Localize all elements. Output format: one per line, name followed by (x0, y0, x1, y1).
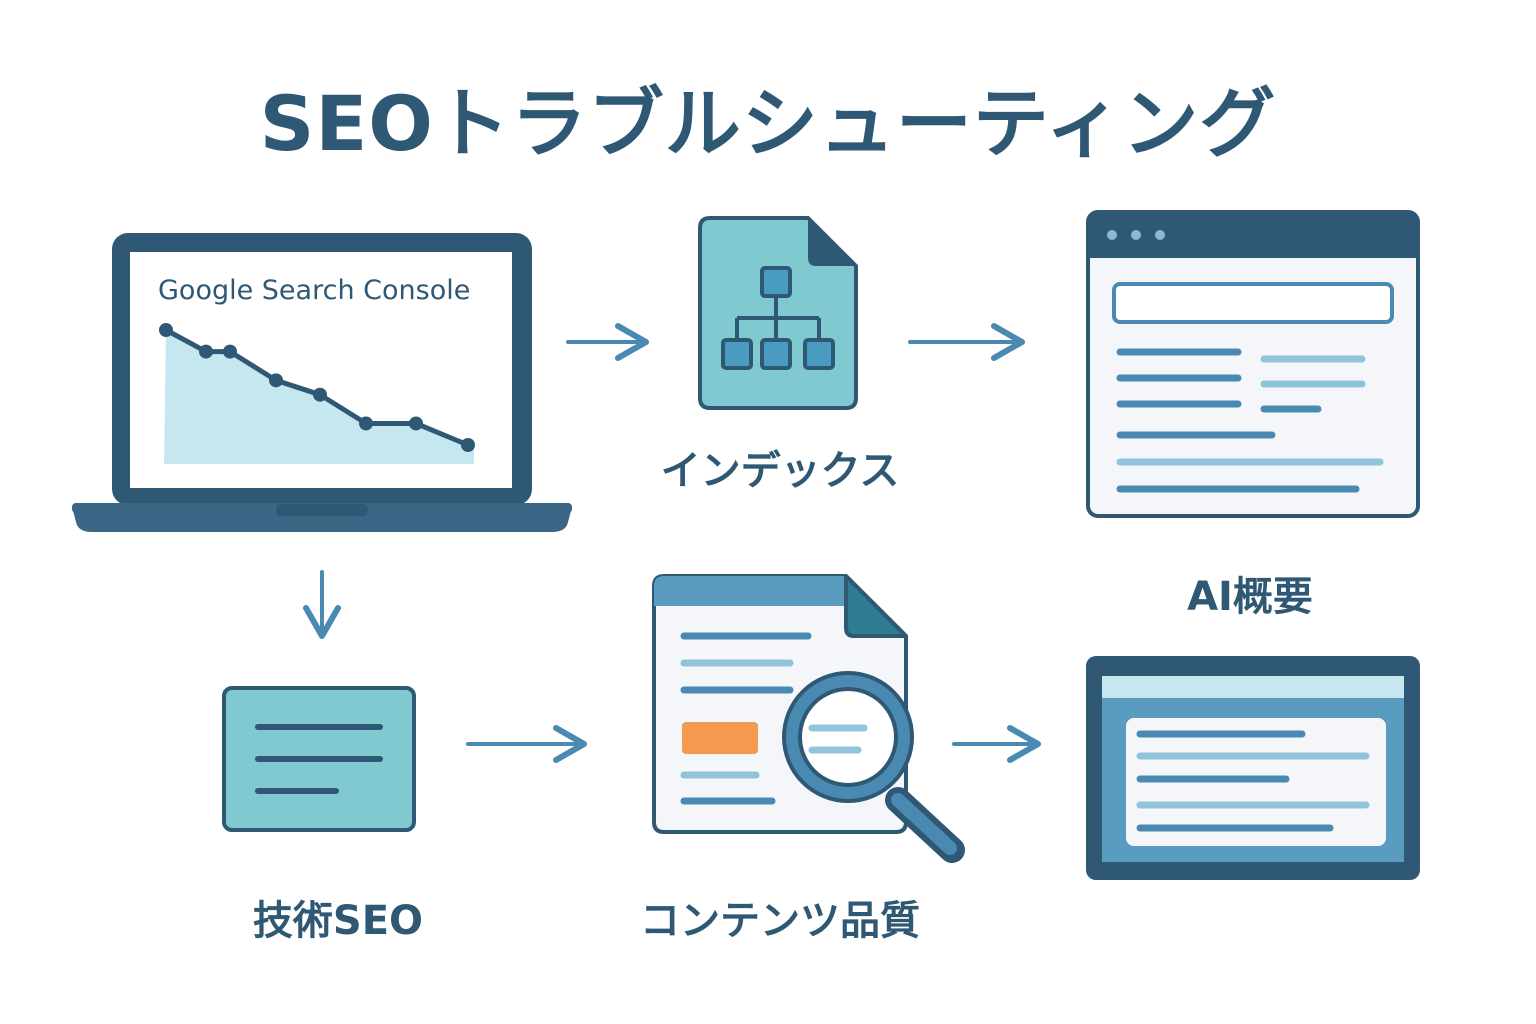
window-dot-icon (1155, 230, 1165, 240)
trend-data-point (359, 416, 373, 431)
window-dot-icon (1107, 230, 1117, 240)
page-title: SEOトラブルシューティング (259, 79, 1277, 168)
trend-data-point (269, 373, 283, 388)
browser-window-icon (1086, 210, 1420, 518)
highlight-block (682, 722, 758, 754)
trend-data-point (199, 344, 213, 359)
trend-data-point (159, 323, 173, 337)
window-dot-icon (1131, 230, 1141, 240)
magnifier-icon (782, 671, 965, 863)
technical-seo-label: 技術SEO (252, 898, 424, 944)
trend-chart-points (159, 323, 475, 452)
sitemap-document-icon (698, 216, 858, 410)
technical-seo-panel-icon (222, 686, 416, 832)
index-label: インデックス (660, 448, 900, 494)
trend-data-point (409, 416, 423, 431)
ai-overview-label: AI概要 (1187, 574, 1313, 620)
trend-data-point (313, 387, 327, 402)
search-bar (1112, 282, 1394, 324)
laptop-icon: Google Search Console (72, 233, 572, 532)
search-console-text: Google Search Console (158, 275, 470, 306)
trend-data-point (461, 438, 475, 452)
ai-overview-window-icon (1086, 656, 1420, 880)
trend-data-point (223, 344, 237, 359)
content-quality-label: コンテンツ品質 (640, 898, 920, 944)
